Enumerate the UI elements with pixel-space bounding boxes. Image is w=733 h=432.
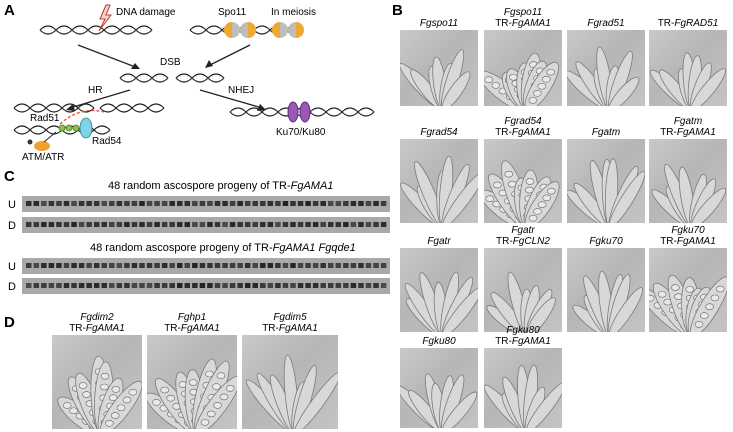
gel-row-d-1: D — [8, 220, 16, 232]
micrograph-7 — [649, 139, 727, 223]
panel-a-label: A — [4, 2, 15, 19]
micrograph-9 — [484, 248, 562, 332]
micrograph-5 — [484, 139, 562, 223]
micrograph-d-1 — [147, 335, 237, 429]
micrograph-0 — [400, 30, 478, 106]
micrograph-caption-6: Fgatm — [591, 127, 621, 138]
label-nhej: NHEJ — [228, 85, 255, 96]
panel-c-label: C — [4, 168, 15, 185]
ku80-protein-icon — [299, 101, 311, 123]
micrograph-6 — [567, 139, 645, 223]
atm-atr-protein-icon — [34, 141, 50, 151]
micrograph-13 — [484, 348, 562, 428]
micrograph-1 — [484, 30, 562, 106]
rad51-protein-icon — [58, 124, 66, 132]
micrograph-caption-12: Fgku80 — [422, 336, 456, 347]
micrograph-d-0 — [52, 335, 142, 429]
gel-title-1: 48 random ascospore progeny of TR-FgAMA1 — [108, 180, 334, 192]
lightning-icon — [98, 4, 112, 32]
micrograph-caption-8: Fgatr — [427, 236, 451, 247]
label-ku70-ku80: Ku70/Ku80 — [276, 127, 326, 138]
micrograph-caption-3: TR-FgRAD51 — [657, 18, 719, 29]
micrograph-11 — [649, 248, 727, 332]
gel-strip-d-1 — [22, 217, 390, 233]
panel-b-label: B — [392, 2, 403, 19]
label-spo11: Spo11 — [218, 7, 247, 18]
micrograph-10 — [567, 248, 645, 332]
gel-strip-d-2 — [22, 278, 390, 294]
gel-row-u-2: U — [8, 261, 16, 273]
micrograph-caption-10: Fgku70 — [589, 236, 623, 247]
gel-strip-u-1 — [22, 196, 390, 212]
micrograph-d-2 — [242, 335, 338, 429]
ku70-protein-icon — [287, 101, 299, 123]
gel-row-u-1: U — [8, 199, 16, 211]
micrograph-12 — [400, 348, 478, 428]
dna-helix-damage — [39, 25, 153, 35]
gel-row-d-2: D — [8, 281, 16, 293]
dna-repair-diagram — [13, 4, 375, 151]
label-dsb: DSB — [160, 57, 181, 68]
label-rad51: Rad51 — [30, 113, 60, 124]
micrograph-3 — [649, 30, 727, 106]
label-rad54: Rad54 — [92, 136, 122, 147]
label-hr: HR — [88, 85, 103, 96]
micrograph-2 — [567, 30, 645, 106]
micrograph-8 — [400, 248, 478, 332]
label-atm-atr: ATM/ATR — [22, 152, 65, 163]
rad54-protein-icon — [79, 117, 93, 139]
label-in-meiosis: In meiosis — [271, 7, 317, 18]
micrograph-caption-0: Fgspo11 — [419, 18, 459, 29]
gel-strip-u-2 — [22, 258, 390, 274]
micrograph-caption-2: Fgrad51 — [587, 18, 625, 29]
label-dna-damage: DNA damage — [116, 7, 176, 18]
gel-title-2: 48 random ascospore progeny of TR-FgAMA1… — [90, 242, 356, 254]
panel-d-label: D — [4, 314, 15, 331]
micrograph-4 — [400, 139, 478, 223]
micrograph-caption-4: Fgrad54 — [420, 127, 458, 138]
